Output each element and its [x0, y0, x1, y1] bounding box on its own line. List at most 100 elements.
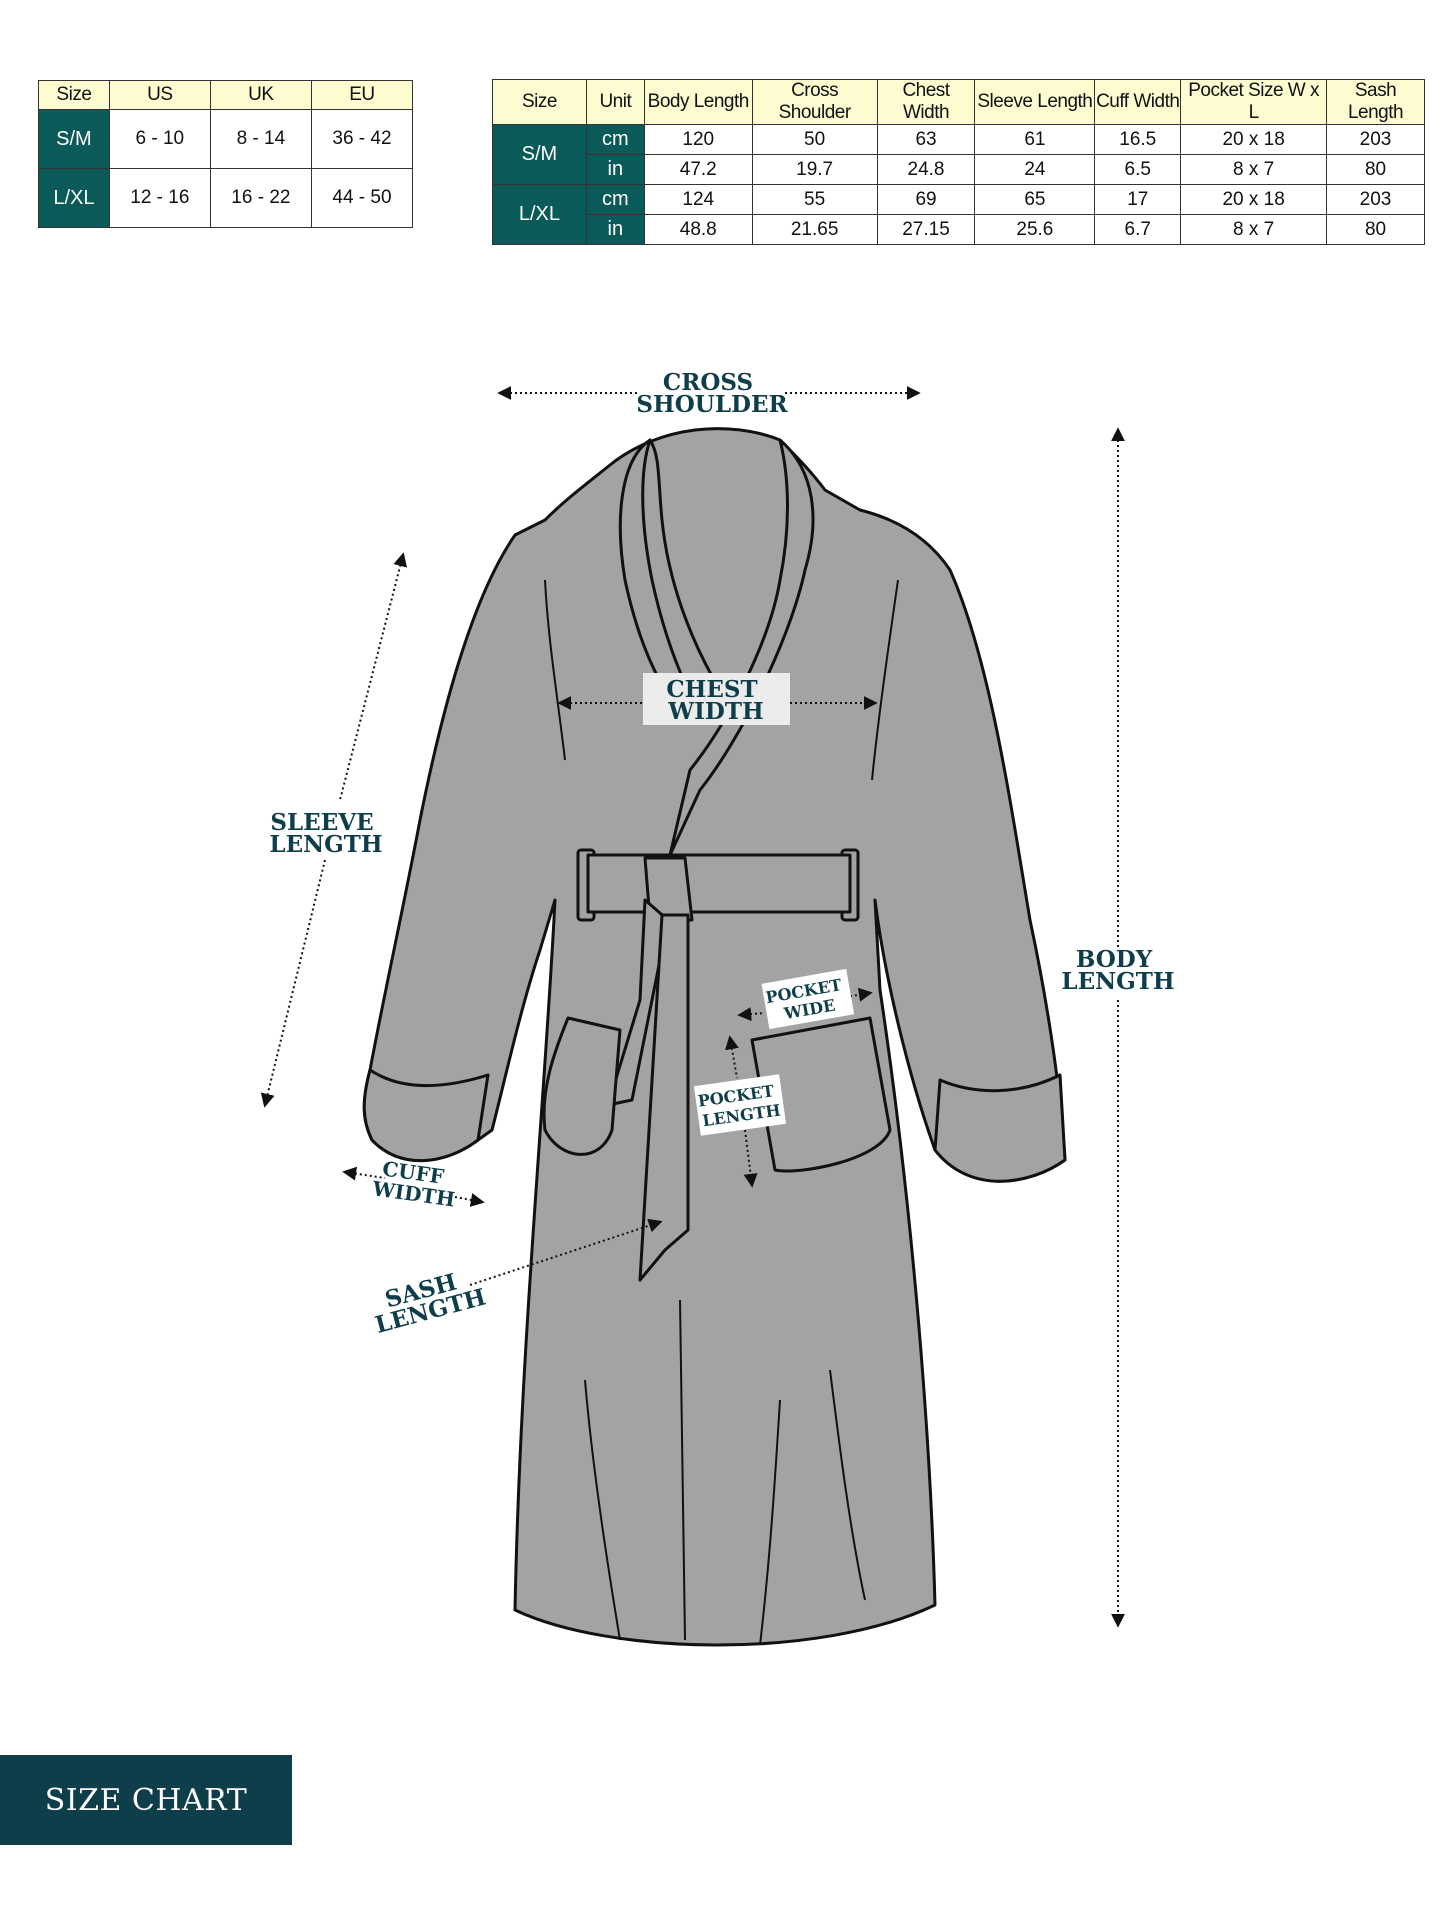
chest-width-label: CHEST WIDTH: [666, 676, 765, 725]
sleeve-length-cell: 61: [974, 124, 1096, 155]
uk-cell: 16 - 22: [209, 168, 312, 228]
table-row: S/M cm 120 50 63 61 16.5 20 x 18 203: [492, 124, 1425, 185]
pocket-length-label-box: [693, 1074, 787, 1136]
eu-cell: 44 - 50: [310, 168, 414, 228]
size-cell: L/XL: [38, 168, 110, 228]
pocket-length-arrow: [725, 1035, 739, 1079]
table-row: L/XL cm 124 55 69 65 17 20 x 18 203: [492, 184, 1425, 245]
shawl-collar-right: [668, 438, 815, 857]
size-chart-title: SIZE CHART: [44, 1782, 248, 1818]
table-row: S/M 6 - 10 8 - 14 36 - 42: [38, 109, 414, 169]
eu-cell: 36 - 42: [310, 109, 414, 169]
pocket-wide-arrow: [737, 1007, 766, 1022]
sleeve-length-label: SLEEVE LENGTH: [269, 809, 382, 858]
header-size: Size: [492, 79, 587, 125]
pocket-length-arrow: [743, 1129, 758, 1188]
sleeve-length-cell: 65: [974, 184, 1096, 215]
pocket-wide-arrow: [844, 987, 873, 1002]
header-eu: EU: [310, 80, 414, 110]
sash-length-cell: 80: [1326, 214, 1425, 245]
pocket-right: [750, 1016, 892, 1173]
measurement-table: Size Unit Body Length Cross Shoulder Che…: [492, 79, 1425, 245]
header-pocket-size: Pocket Size W x L: [1180, 79, 1328, 125]
size-cell: L/XL: [492, 184, 587, 245]
cuff-width-arrow: [454, 1193, 485, 1207]
sleeve-seam-left: [544, 579, 566, 761]
cuff-width-cell: 6.7: [1094, 214, 1182, 245]
cuff-width-arrow: [342, 1166, 386, 1181]
body-length-cell: 120: [643, 124, 753, 155]
header-body-length: Body Length: [643, 79, 753, 125]
us-cell: 6 - 10: [108, 109, 211, 169]
sash-length-arrow: [469, 1218, 663, 1286]
sleeve-length-arrow: [260, 859, 326, 1108]
sash-length-cell: 203: [1326, 184, 1425, 215]
sleeve-seam-right: [871, 579, 899, 781]
header-cross-shoulder: Cross Shoulder: [751, 79, 878, 125]
measurement-header-row: Size Unit Body Length Cross Shoulder Che…: [492, 79, 1425, 125]
cuff-width-label: CUFF WIDTH: [370, 1155, 459, 1211]
cuff-width-cell: 6.5: [1094, 154, 1182, 185]
header-uk: UK: [209, 80, 312, 110]
chest-width-cell: 27.15: [876, 214, 976, 245]
pocket-size-cell: 20 x 18: [1180, 124, 1328, 155]
header-unit: Unit: [585, 79, 645, 125]
cuff-left: [362, 1068, 490, 1163]
body-length-cell: 48.8: [643, 214, 753, 245]
unit-cell: in: [585, 154, 645, 185]
sash-length-cell: 80: [1326, 154, 1425, 185]
cross-shoulder-label: CROSS SHOULDER: [636, 369, 788, 418]
size-cell: S/M: [38, 109, 110, 169]
uk-cell: 8 - 14: [209, 109, 312, 169]
unit-cell: cm: [585, 124, 645, 155]
pocket-left: [542, 1016, 622, 1156]
size-conversion-table: Size US UK EU S/M 6 - 10 8 - 14 36 - 42 …: [38, 80, 414, 228]
cross-shoulder-cell: 50: [751, 124, 878, 155]
unit-cell: cm: [585, 184, 645, 215]
cross-shoulder-cell: 21.65: [751, 214, 878, 245]
robe-body-shape: [362, 427, 1067, 1647]
cross-shoulder-cell: 19.7: [751, 154, 878, 185]
sash-tail-right: [638, 913, 690, 1282]
chest-width-cell: 63: [876, 124, 976, 155]
header-sash-length: Sash Length: [1326, 79, 1425, 125]
pocket-size-cell: 8 x 7: [1180, 214, 1328, 245]
chest-width-cell: 24.8: [876, 154, 976, 185]
body-length-label: BODY LENGTH: [1061, 946, 1174, 995]
header-sleeve-length: Sleeve Length: [974, 79, 1096, 125]
table-row: L/XL 12 - 16 16 - 22 44 - 50: [38, 168, 414, 228]
header-chest-width: Chest Width: [876, 79, 976, 125]
size-cell: S/M: [492, 124, 587, 185]
body-length-cell: 124: [643, 184, 753, 215]
chest-width-label-box: [643, 673, 790, 725]
conversion-header-row: Size US UK EU: [38, 80, 414, 110]
pocket-size-cell: 8 x 7: [1180, 154, 1328, 185]
pocket-size-cell: 20 x 18: [1180, 184, 1328, 215]
size-chart-banner: SIZE CHART: [0, 1755, 292, 1845]
header-size: Size: [38, 80, 110, 110]
unit-cell: in: [585, 214, 645, 245]
sleeve-length-cell: 24: [974, 154, 1096, 185]
belt: [586, 853, 852, 914]
us-cell: 12 - 16: [108, 168, 211, 228]
sleeve-length-cell: 25.6: [974, 214, 1096, 245]
robe-illustration: [362, 427, 1067, 1647]
header-us: US: [108, 80, 211, 110]
header-cuff-width: Cuff Width: [1094, 79, 1182, 125]
robe-diagram: CROSS SHOULDER CHEST WIDTH SLEEVE LENGTH…: [260, 369, 1175, 1647]
cross-shoulder-cell: 55: [751, 184, 878, 215]
table-row: in 47.2 19.7 24.8 24 6.5 8 x 7 80: [493, 154, 1425, 185]
chest-width-cell: 69: [876, 184, 976, 215]
sleeve-length-arrow: [339, 552, 407, 801]
sash-length-label: SASH LENGTH: [367, 1262, 489, 1339]
cuff-width-cell: 17: [1094, 184, 1182, 215]
cuff-width-cell: 16.5: [1094, 124, 1182, 155]
pocket-wide-label-box: [761, 968, 855, 1030]
dimension-arrows: [260, 386, 1125, 1628]
cuff-right: [933, 1073, 1067, 1183]
belt-knot: [643, 856, 694, 922]
body-length-cell: 47.2: [643, 154, 753, 185]
table-row: in 48.8 21.65 27.15 25.6 6.7 8 x 7 80: [493, 214, 1425, 245]
skirt-fold: [584, 1299, 866, 1646]
sash-length-cell: 203: [1326, 124, 1425, 155]
